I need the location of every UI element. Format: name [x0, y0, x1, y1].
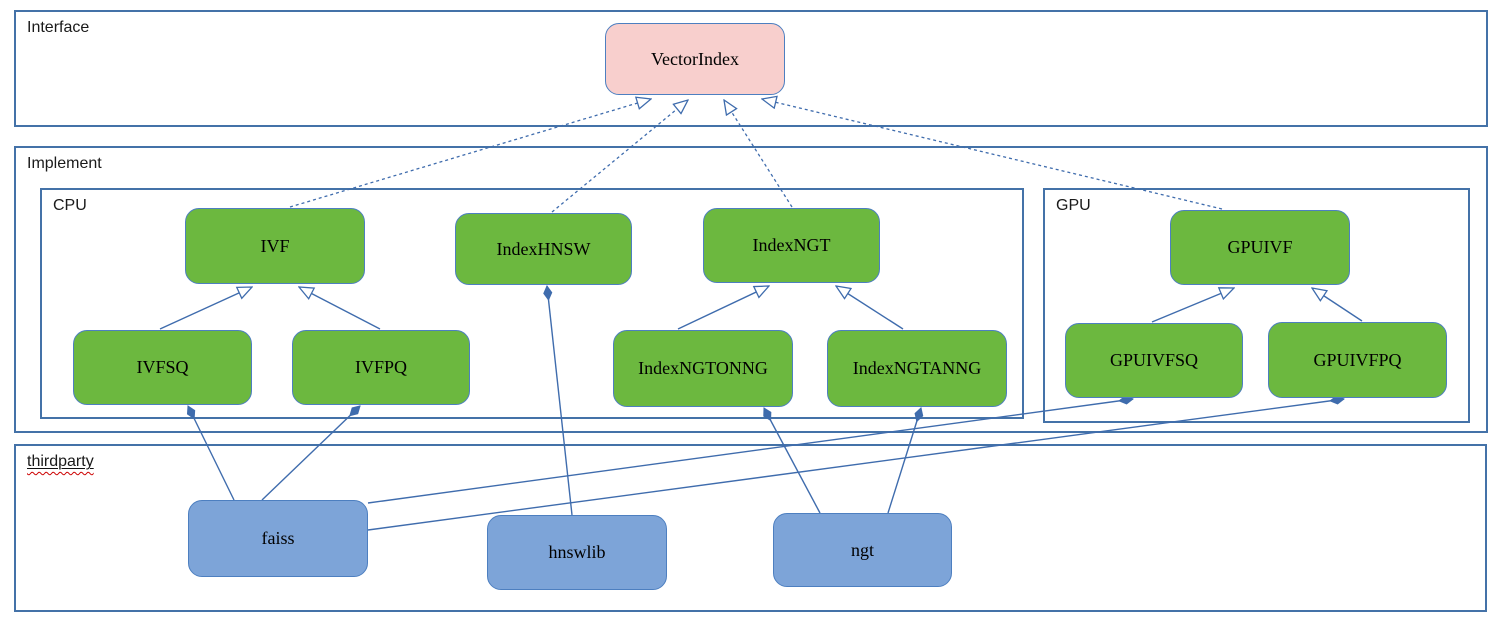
edge-ivfsq-ivf: [159, 287, 252, 330]
node-gpuivfsq[interactable]: GPUIVFSQ: [1065, 323, 1243, 398]
node-gpuivf-label: GPUIVF: [1227, 237, 1293, 257]
edge-gpuivfpq-gpuivf: [1312, 288, 1363, 322]
node-gpuivf[interactable]: GPUIVF: [1170, 210, 1350, 285]
node-hnswlib[interactable]: hnswlib: [487, 515, 667, 590]
node-indexhnsw[interactable]: IndexHNSW: [455, 213, 632, 285]
edge-indexhnsw-vectorindex: [551, 100, 688, 213]
node-faiss-label: faiss: [261, 528, 295, 548]
edge-ivfpq-ivf: [299, 287, 381, 330]
section-cpu-label: CPU: [53, 197, 87, 214]
section-gpu-label: GPU: [1056, 197, 1091, 214]
edge-ivf-vectorindex: [289, 99, 651, 208]
node-gpuivfpq-label: GPUIVFPQ: [1313, 349, 1402, 370]
edge-indexngtanng-indexngt: [836, 286, 904, 330]
edge-indexhnsw-hnswlib: [543, 284, 573, 516]
edge-ivfsq-faiss: [186, 405, 235, 501]
node-faiss[interactable]: faiss: [188, 500, 368, 577]
edge-indexngtanng-ngt: [887, 407, 924, 514]
node-vectorindex-label: VectorIndex: [651, 48, 739, 69]
node-ngt-label: ngt: [850, 539, 874, 560]
node-gpuivfsq-label: GPUIVFSQ: [1109, 350, 1199, 370]
node-ivf-label: IVF: [260, 235, 290, 256]
edge-gpuivfsq-faiss: [367, 395, 1134, 504]
section-thirdparty-label: thirdparty: [27, 453, 94, 470]
section-interface-label: Interface: [27, 19, 90, 36]
node-ivfpq-label: IVFPQ: [354, 357, 407, 377]
node-indexngt-label: IndexNGT: [752, 235, 831, 255]
section-cpu[interactable]: CPU: [40, 188, 1024, 419]
node-indexngtanng[interactable]: IndexNGTANNG: [827, 330, 1007, 407]
edge-gpuivf-vectorindex: [762, 99, 1223, 210]
section-interface[interactable]: Interface: [14, 10, 1488, 127]
section-implement[interactable]: Implement: [14, 146, 1488, 433]
node-indexngt[interactable]: IndexNGT: [703, 208, 880, 283]
node-indexngtonng[interactable]: IndexNGTONNG: [613, 330, 793, 407]
node-ivfsq[interactable]: IVFSQ: [73, 330, 252, 405]
edge-indexngtonng-indexngt: [677, 286, 769, 330]
node-gpuivfpq[interactable]: GPUIVFPQ: [1268, 322, 1447, 398]
section-thirdparty[interactable]: thirdparty: [14, 444, 1487, 612]
node-indexngtonng-label: IndexNGTONNG: [638, 358, 768, 378]
edge-gpuivfsq-gpuivf: [1151, 288, 1234, 323]
node-indexngtanng-label: IndexNGTANNG: [852, 358, 982, 378]
section-gpu[interactable]: GPU: [1043, 188, 1470, 423]
edge-gpuivfpq-faiss: [367, 395, 1345, 531]
node-ivfsq-label: IVFSQ: [136, 357, 189, 377]
edge-indexngtonng-ngt: [763, 407, 821, 514]
edge-indexngt-vectorindex: [724, 100, 793, 208]
node-hnswlib-label: hnswlib: [548, 542, 606, 562]
node-ivfpq[interactable]: IVFPQ: [292, 330, 470, 405]
node-ngt[interactable]: ngt: [773, 513, 952, 587]
node-ivf[interactable]: IVF: [185, 208, 365, 284]
node-indexhnsw-label: IndexHNSW: [496, 238, 591, 259]
node-vectorindex[interactable]: VectorIndex: [605, 23, 785, 95]
edge-ivfpq-faiss: [261, 405, 361, 501]
section-implement-label: Implement: [27, 155, 102, 172]
